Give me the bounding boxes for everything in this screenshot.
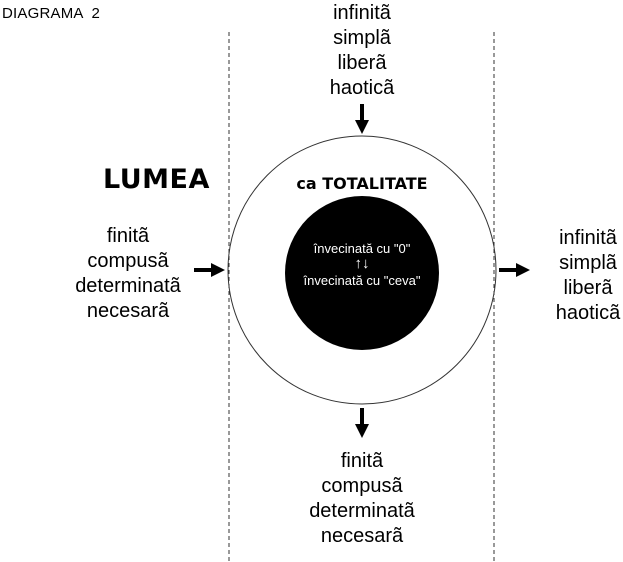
up-down-arrows-icon: ↑↓ xyxy=(354,255,370,272)
attribute-item: infinitã xyxy=(333,2,391,24)
attribute-item: haoticã xyxy=(329,77,395,99)
attribute-item: simplã xyxy=(559,252,617,274)
attribute-item: necesarã xyxy=(320,525,404,547)
attribute-item: compusã xyxy=(321,475,403,497)
attribute-item: liberã xyxy=(563,277,613,299)
diagram-title: DIAGRAMA 2 xyxy=(2,5,101,22)
inner-black-circle xyxy=(285,196,439,350)
inner-text-something: învecinată cu "ceva" xyxy=(303,273,421,288)
attribute-item: compusã xyxy=(87,250,169,272)
arrow-left-right xyxy=(194,263,225,277)
attribute-item: liberã xyxy=(337,52,387,74)
arrow-bottom-down xyxy=(355,408,369,438)
attribute-item: infinitã xyxy=(559,227,617,249)
attribute-item: finitã xyxy=(340,450,384,472)
totality-label: ca TOTALITATE xyxy=(296,174,428,193)
attribute-item: haoticã xyxy=(555,302,621,324)
world-label: LUMEA xyxy=(103,164,210,195)
left-attributes: finitã compusã determinatã necesarã xyxy=(60,224,196,324)
attribute-item: determinatã xyxy=(309,500,415,522)
top-attributes: infinitã simplã liberã haoticã xyxy=(302,1,422,101)
attribute-item: necesarã xyxy=(86,300,170,322)
inner-text-zero: învecinată cu "0" xyxy=(313,241,411,256)
attribute-item: determinatã xyxy=(75,275,181,297)
arrow-right-right xyxy=(499,263,530,277)
attribute-item: simplã xyxy=(333,27,391,49)
arrow-top-down xyxy=(355,104,369,134)
outer-circle-totality xyxy=(227,135,497,405)
bottom-attributes: finitã compusã determinatã necesarã xyxy=(292,449,432,549)
right-attributes: infinitã simplã liberã haoticã xyxy=(540,226,623,326)
attribute-item: finitã xyxy=(106,225,150,247)
